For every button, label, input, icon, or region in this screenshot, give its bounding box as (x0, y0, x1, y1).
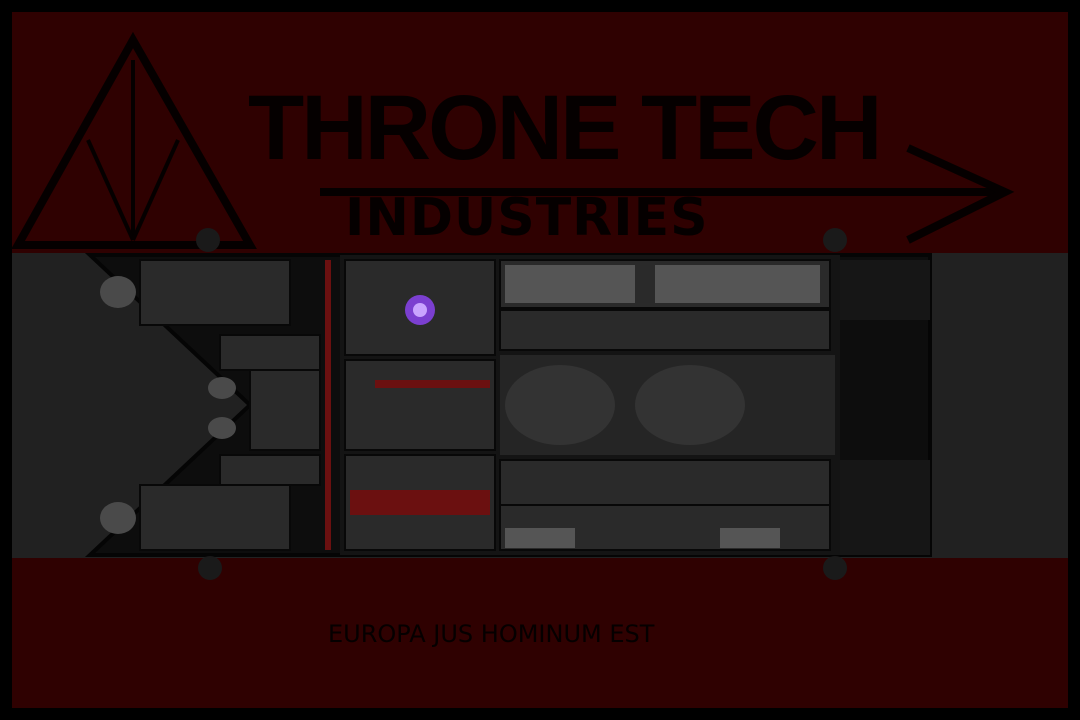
company-title: THRONE TECH (248, 77, 882, 179)
docking-bay (500, 355, 835, 455)
triangle-emblem-icon (11, 31, 257, 249)
ballast-anchors (196, 228, 847, 580)
cabin-lockers (505, 265, 820, 548)
motto-text: EUROPA JUS HOMINUM EST (328, 620, 655, 648)
company-subtitle: INDUSTRIES (345, 188, 709, 248)
engine-pods (100, 276, 236, 534)
red-accents (325, 260, 490, 550)
arrow-icon (320, 144, 1015, 244)
